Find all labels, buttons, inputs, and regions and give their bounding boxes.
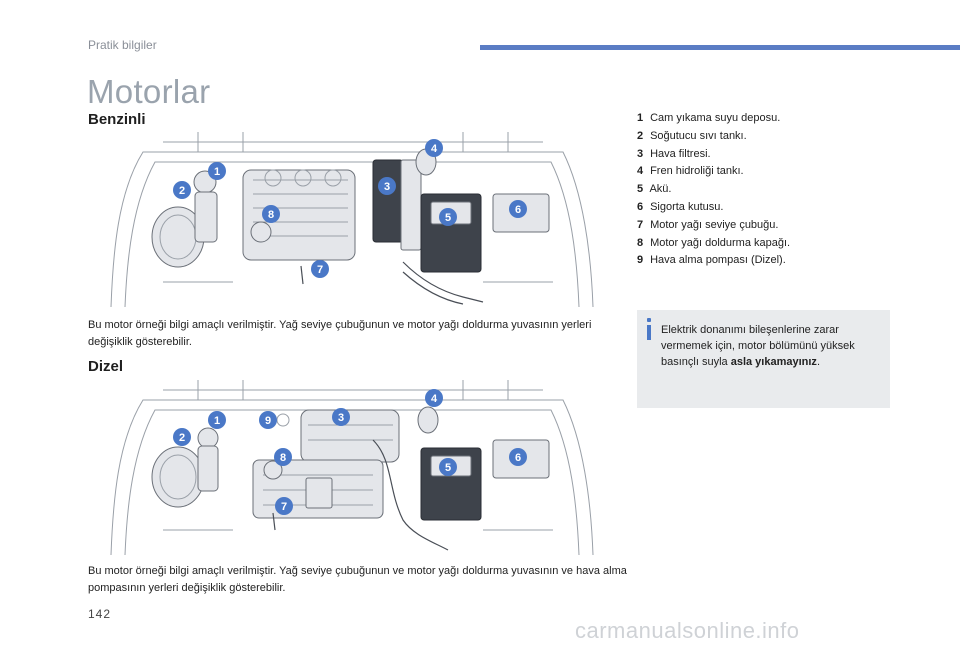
svg-text:7: 7 [317,264,323,276]
badge-3-petrol: 3 [378,177,396,195]
legend-item: 3 Hava filtresi. [637,146,907,164]
info-note-text: Elektrik donanımı bileşenlerine zarar ve… [661,322,881,370]
legend-text: Motor yağı seviye çubuğu. [650,218,779,231]
svg-text:5: 5 [445,212,451,224]
legend-item: 9 Hava alma pompası (Dizel). [637,252,907,270]
svg-text:5: 5 [445,462,451,474]
legend-number: 8 [637,236,644,249]
legend-item: 6 Sigorta kutusu. [637,199,907,217]
svg-text:1: 1 [214,166,220,178]
svg-text:7: 7 [281,501,287,513]
legend-item: 8 Motor yağı doldurma kapağı. [637,235,907,253]
page-number: 142 [88,607,112,621]
legend-text: Fren hidroliği tankı. [650,165,744,178]
legend-item: 2 Soğutucu sıvı tankı. [637,128,907,146]
legend-number: 2 [637,129,644,142]
badge-8-petrol: 8 [262,205,280,223]
svg-text:9: 9 [265,415,271,427]
badge-9-diesel: 9 [259,411,277,429]
badge-7-diesel: 7 [275,497,293,515]
legend-number: 3 [637,147,644,160]
badge-2-diesel: 2 [173,428,191,446]
svg-text:4: 4 [431,393,438,405]
badge-5-petrol: 5 [439,208,457,226]
badge-3-diesel: 3 [332,408,350,426]
section-label: Pratik bilgiler [88,38,157,52]
legend-number: 5 [637,183,644,196]
petrol-heading: Benzinli [88,111,146,128]
svg-text:6: 6 [515,204,521,216]
legend-text: Hava alma pompası (Dizel). [650,254,786,267]
info-text-emphasis: asla yıkamayınız [730,356,817,368]
badge-6-petrol: 6 [509,200,527,218]
legend-item: 1 Cam yıkama suyu deposu. [637,110,907,128]
info-note-box: Elektrik donanımı bileşenlerine zarar ve… [637,310,890,408]
svg-text:2: 2 [179,185,185,197]
badge-1-diesel: 1 [208,411,226,429]
legend-number: 6 [637,200,644,213]
badge-1-petrol: 1 [208,162,226,180]
legend-item: 7 Motor yağı seviye çubuğu. [637,217,907,235]
diesel-engine-diagram: 1 2 3 4 5 6 7 8 9 [110,380,594,556]
svg-text:6: 6 [515,452,521,464]
badge-4-diesel: 4 [425,389,443,407]
petrol-engine-diagram: 1 2 3 4 5 6 7 8 [110,132,594,308]
svg-text:3: 3 [384,181,390,193]
header-rule [480,45,960,50]
legend-number: 9 [637,254,644,267]
badge-2-petrol: 2 [173,181,191,199]
badge-4-petrol: 4 [425,139,443,157]
component-legend: 1 Cam yıkama suyu deposu. 2 Soğutucu sıv… [637,110,907,270]
badge-8-diesel: 8 [274,448,292,466]
svg-text:1: 1 [214,415,220,427]
watermark: carmanualsonline.info [575,618,800,643]
svg-text:3: 3 [338,412,344,424]
badge-7-petrol: 7 [311,260,329,278]
info-text-main: Elektrik donanımı bileşenlerine zarar ve… [661,324,855,368]
legend-item: 4 Fren hidroliği tankı. [637,163,907,181]
svg-text:8: 8 [268,209,274,221]
svg-text:4: 4 [431,143,438,155]
legend-text: Hava filtresi. [650,147,711,160]
legend-text: Motor yağı doldurma kapağı. [650,236,791,249]
legend-number: 1 [637,112,644,124]
svg-text:8: 8 [280,452,286,464]
legend-number: 4 [637,165,644,178]
legend-number: 7 [637,218,644,231]
page-title: Motorlar [87,73,211,110]
svg-text:2: 2 [179,432,185,444]
legend-text: Akü. [649,183,672,196]
diesel-heading: Dizel [88,358,124,375]
petrol-caption: Bu motor örneği bilgi amaçlı verilmiştir… [88,319,592,348]
info-text-end: . [816,356,820,368]
info-icon [647,318,651,340]
legend-text: Soğutucu sıvı tankı. [650,129,747,142]
legend-text: Sigorta kutusu. [650,200,724,213]
legend-item: 5 Akü. [637,181,907,199]
legend-text: Cam yıkama suyu deposu. [650,112,781,124]
badge-6-diesel: 6 [509,448,527,466]
badge-5-diesel: 5 [439,458,457,476]
diesel-caption: Bu motor örneği bilgi amaçlı verilmiştir… [88,565,627,594]
